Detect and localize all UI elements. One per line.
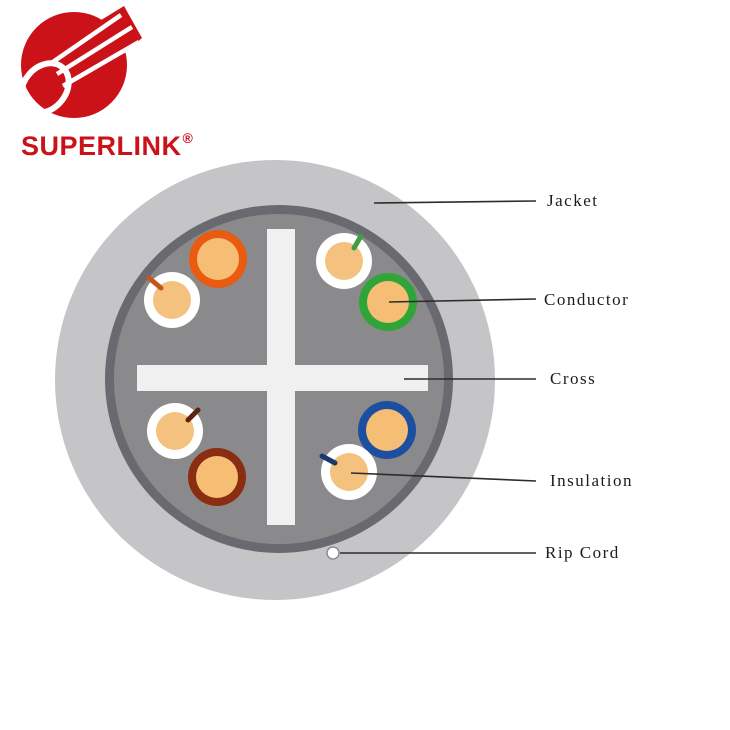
wire-brown-solid	[188, 448, 246, 506]
label-cross: Cross	[550, 369, 597, 388]
leader-line-insulation	[350, 472, 537, 482]
logo-stripe	[48, 13, 123, 66]
wire-conductor	[330, 453, 368, 491]
superlink-logo-icon	[18, 6, 142, 118]
label-jacket: Jacket	[547, 191, 599, 210]
wire-conductor	[153, 281, 191, 319]
leader-lines	[340, 200, 537, 554]
wire-conductor	[325, 242, 363, 280]
brand-wordmark: SUPERLINK®	[21, 130, 194, 162]
label-conductor: Conductor	[544, 290, 630, 309]
cross-horizontal-bar	[137, 365, 428, 391]
wire-brown-white	[147, 403, 203, 459]
label-insulation: Insulation	[550, 471, 633, 490]
wire-conductor	[156, 412, 194, 450]
stripe-tick-orange	[146, 275, 164, 291]
wire-green-white	[316, 233, 372, 289]
registered-mark: ®	[182, 130, 194, 146]
wire-blue-white	[319, 444, 377, 500]
wire-blue-solid	[358, 401, 416, 459]
cross-separator	[137, 229, 428, 525]
stripe-tick-brown	[185, 407, 201, 423]
leader-line-jacket	[373, 200, 537, 204]
wire-conductor	[367, 281, 409, 323]
logo-stripe	[61, 40, 141, 88]
label-rip-cord: Rip Cord	[545, 543, 620, 562]
wire-orange-solid	[189, 230, 247, 288]
wire-conductor	[366, 409, 408, 451]
stripe-tick-blue	[319, 453, 338, 466]
wire-conductor	[196, 456, 238, 498]
wire-orange-white	[144, 272, 200, 328]
wire-conductor	[197, 238, 239, 280]
stripe-tick-green	[351, 233, 364, 251]
brand-name: SUPERLINK	[21, 131, 182, 161]
leader-line-conductor	[388, 298, 537, 303]
cable-logo-icon	[18, 6, 142, 118]
logo-cable-end-ring	[18, 60, 72, 116]
rip-cord-dot	[326, 546, 340, 560]
logo-stripe	[55, 25, 134, 76]
wire-green-solid	[359, 273, 417, 331]
